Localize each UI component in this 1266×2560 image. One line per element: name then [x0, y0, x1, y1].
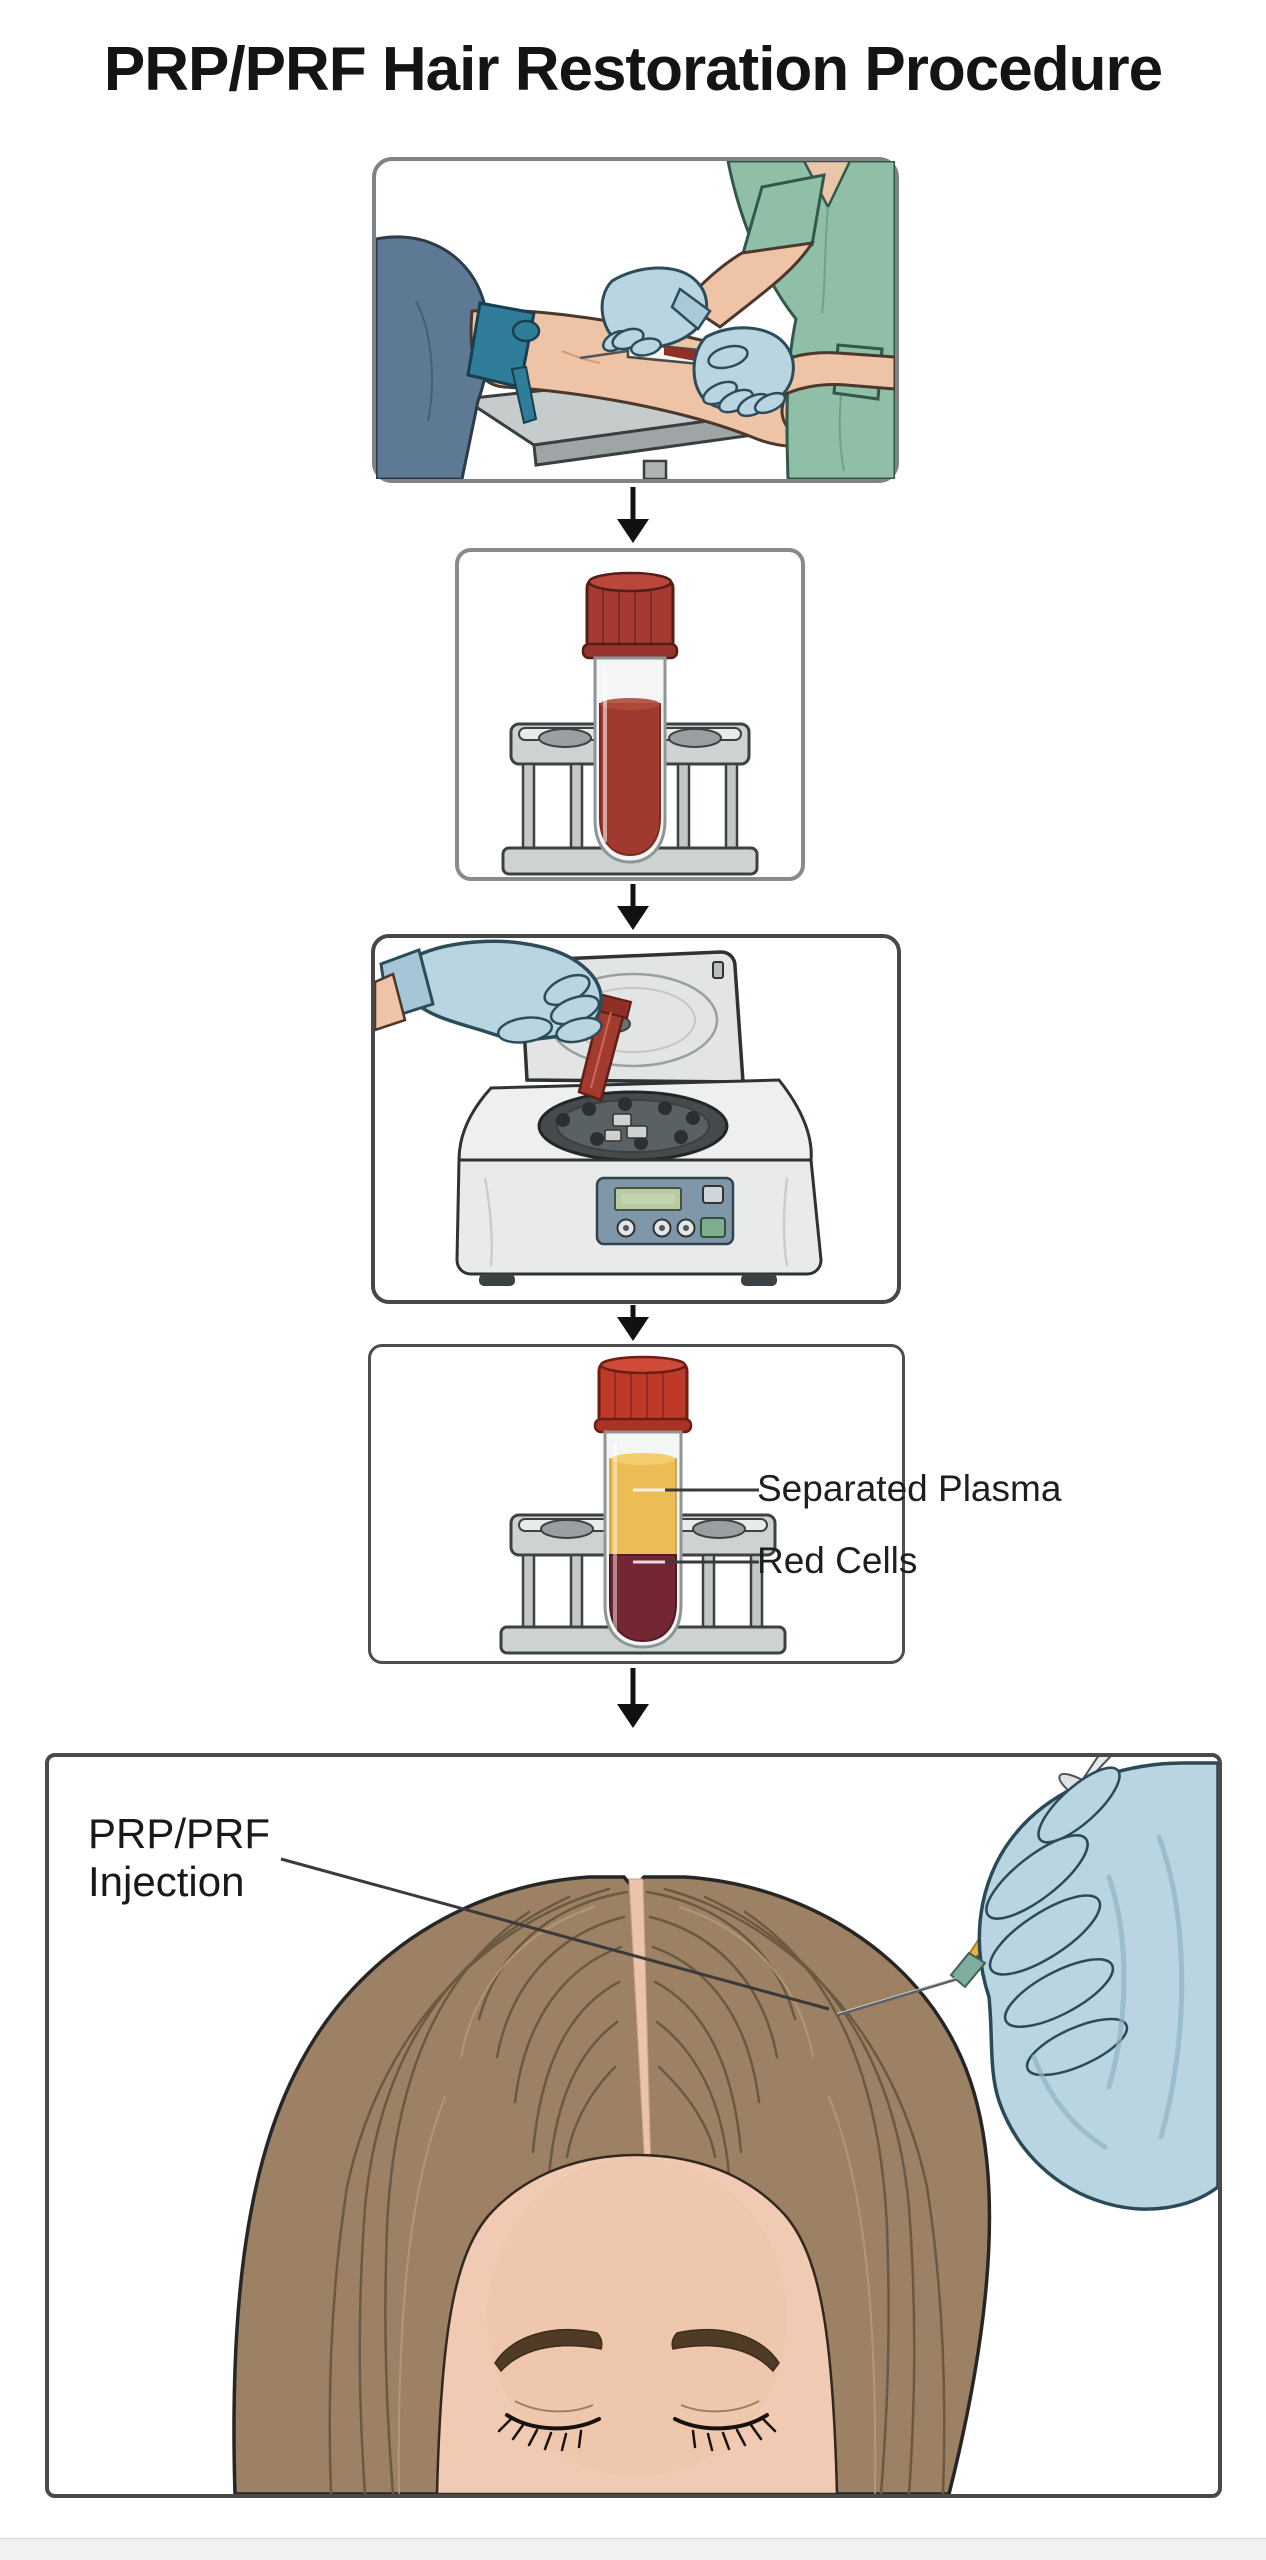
- down-arrow-icon: [617, 1668, 649, 1728]
- page-title: PRP/PRF Hair Restoration Procedure: [103, 35, 1163, 104]
- red-cells-label: Red Cells: [757, 1540, 918, 1581]
- separated-tube-illustration: [499, 1355, 787, 1655]
- centrifuge-illustration: [375, 939, 823, 1286]
- needle: [836, 1977, 958, 2017]
- injection-label-line1: PRP/PRF: [88, 1810, 271, 1857]
- page-bottom-strip: [0, 2538, 1266, 2560]
- step-panel-centrifuge: [371, 934, 901, 1304]
- down-arrow-icon: [617, 884, 649, 930]
- scalp-injection-illustration: [232, 1757, 1218, 2494]
- step-panel-scalp-injection: [45, 1753, 1222, 2498]
- needle: [836, 1977, 958, 2014]
- down-arrow-icon: [617, 1305, 649, 1341]
- step-panel-separated-tube: [368, 1344, 905, 1664]
- down-arrow-icon: [617, 487, 649, 543]
- injection-label-line2: Injection: [88, 1858, 245, 1905]
- separated-plasma-label: Separated Plasma: [757, 1468, 1062, 1509]
- injection-leader-line: [280, 1857, 830, 2011]
- blood-tube-illustration: [501, 571, 759, 876]
- injection-label: PRP/PRF Injection: [88, 1810, 270, 1906]
- step-panel-blood-tube: [455, 548, 805, 881]
- step-panel-blood-draw: [372, 157, 899, 483]
- needle-hub: [949, 1951, 987, 1989]
- blood-draw-illustration: [376, 161, 895, 479]
